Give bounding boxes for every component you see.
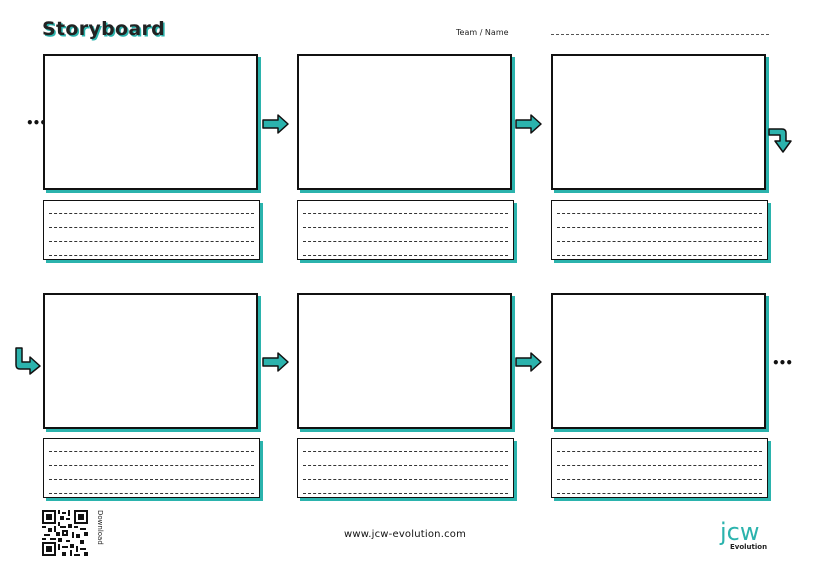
notes-line: [557, 227, 762, 228]
right-arrow-icon: [515, 352, 542, 372]
notes-line: [303, 451, 508, 452]
jcw-evolution-logo: jcw: [719, 518, 760, 546]
notes-line: [49, 213, 254, 214]
notes-box-6: [551, 438, 768, 498]
notes-line: [49, 241, 254, 242]
notes-line: [557, 465, 762, 466]
turn-down-arrow-icon: [768, 128, 792, 153]
team-name-line: [551, 34, 769, 35]
logo-subtitle: Evolution: [730, 543, 768, 551]
continuation-dots-start: •••: [26, 116, 47, 130]
storyboard-frame-4: [43, 293, 258, 429]
notes-line: [557, 255, 762, 256]
notes-line: [303, 213, 508, 214]
notes-line: [303, 241, 508, 242]
continuation-dots-end: •••: [772, 356, 793, 370]
notes-line: [49, 479, 254, 480]
notes-line: [303, 479, 508, 480]
notes-box-2: [297, 200, 514, 260]
storyboard-frame-5: [297, 293, 512, 429]
storyboard-frame-6: [551, 293, 766, 429]
team-name-label: Team / Name: [456, 28, 509, 37]
notes-box-4: [43, 438, 260, 498]
download-label: Download: [96, 510, 104, 545]
notes-box-1: [43, 200, 260, 260]
right-arrow-icon: [262, 114, 289, 134]
notes-line: [557, 479, 762, 480]
notes-line: [557, 213, 762, 214]
storyboard-frame-1: [43, 54, 258, 190]
notes-line: [303, 493, 508, 494]
notes-line: [557, 241, 762, 242]
notes-line: [49, 465, 254, 466]
notes-line: [49, 451, 254, 452]
notes-box-5: [297, 438, 514, 498]
logo-text: jcw: [719, 518, 760, 546]
notes-line: [303, 227, 508, 228]
notes-box-3: [551, 200, 768, 260]
notes-line: [303, 255, 508, 256]
notes-line: [557, 451, 762, 452]
notes-line: [49, 227, 254, 228]
right-arrow-icon: [515, 114, 542, 134]
website-url[interactable]: www.jcw-evolution.com: [344, 529, 467, 540]
notes-line: [49, 493, 254, 494]
notes-line: [557, 493, 762, 494]
notes-line: [49, 255, 254, 256]
notes-line: [303, 465, 508, 466]
storyboard-frame-3: [551, 54, 766, 190]
storyboard-frame-2: [297, 54, 512, 190]
qr-code-icon[interactable]: [42, 510, 88, 556]
right-arrow-icon: [262, 352, 289, 372]
page-title: Storyboard: [42, 18, 166, 40]
turn-right-arrow-icon: [15, 347, 41, 375]
